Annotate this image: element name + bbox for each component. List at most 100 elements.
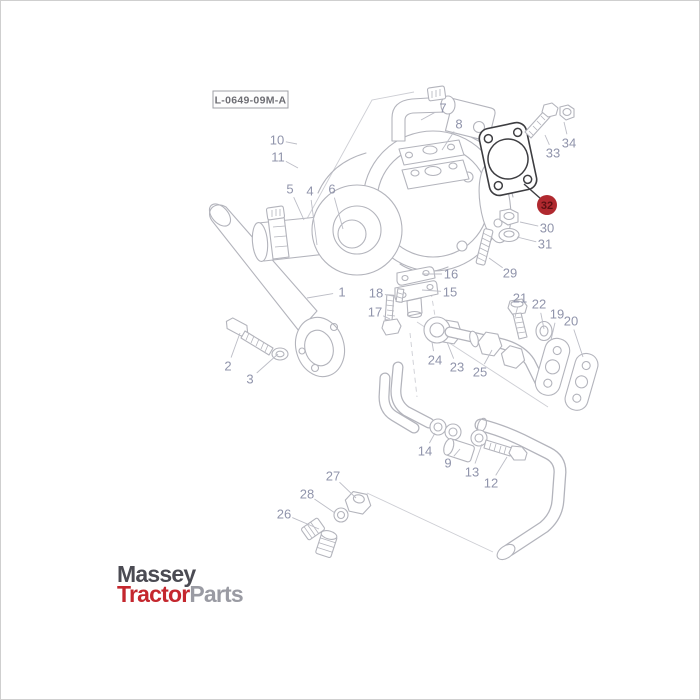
leader-line-3	[256, 353, 279, 374]
part-label-2[interactable]: 2	[224, 359, 231, 374]
leader-line-21	[514, 306, 519, 318]
washer-part31	[498, 227, 520, 243]
part-label-34[interactable]: 34	[562, 136, 576, 151]
washer-part13	[470, 429, 488, 447]
flange-part19	[534, 337, 571, 396]
part-label-27[interactable]: 27	[326, 469, 340, 484]
leader-line-25	[483, 349, 493, 365]
leader-line-24	[431, 341, 434, 352]
leader-line-28	[314, 498, 336, 514]
leader-line-5	[293, 197, 305, 221]
oil-feed-elbow-part7	[391, 85, 496, 142]
intake-pipe-part1	[208, 203, 346, 378]
part-label-4[interactable]: 4	[306, 184, 313, 199]
connector-part9	[443, 438, 475, 463]
leader-line-14	[428, 432, 436, 444]
part-label-6[interactable]: 6	[328, 182, 335, 197]
leader-line-7	[420, 111, 436, 121]
leader-line-2	[230, 332, 241, 358]
diagram-code-box: L-0649-09M-A	[212, 90, 289, 109]
logo-word-tractor: Tractor	[117, 581, 190, 607]
hose-clamp-part5	[265, 205, 290, 260]
leader-line-18	[384, 294, 394, 297]
part-label-28[interactable]: 28	[300, 487, 314, 502]
part-label-20[interactable]: 20	[564, 314, 578, 329]
leader-line-33	[544, 134, 550, 145]
drain-pipe	[474, 417, 567, 561]
part-label-23[interactable]: 23	[450, 360, 464, 375]
turbocharger-body	[311, 130, 514, 276]
washer-part3	[271, 347, 289, 361]
leader-line-19	[550, 322, 556, 341]
leader-line-34	[563, 121, 568, 135]
part-label-8[interactable]: 8	[455, 117, 462, 132]
leader-line-12	[495, 456, 508, 476]
part-label-14[interactable]: 14	[418, 444, 432, 459]
part-label-26[interactable]: 26	[277, 507, 291, 522]
leader-line-17	[382, 315, 391, 320]
leader-line-4	[310, 199, 318, 246]
part-label-7[interactable]: 7	[439, 101, 446, 116]
part-label-21[interactable]: 21	[513, 291, 527, 306]
logo-word-parts: Parts	[189, 581, 243, 607]
part-label-33[interactable]: 33	[546, 146, 560, 161]
gasket-part8	[398, 139, 465, 166]
part-label-11[interactable]: 11	[271, 150, 285, 165]
part-label-3[interactable]: 3	[246, 372, 253, 387]
nut-part34	[559, 104, 575, 121]
stud-part29	[475, 228, 494, 266]
bolt-part12	[483, 439, 528, 461]
leader-line-27	[339, 481, 357, 499]
bolt-part21	[507, 298, 528, 340]
leader-line-23	[446, 341, 455, 359]
part-label-25[interactable]: 25	[473, 365, 487, 380]
washer-part22	[535, 320, 553, 342]
bolt-part33	[524, 102, 559, 139]
logo-word-massey: Massey	[117, 561, 196, 587]
oil-pipe-parts23-25	[423, 316, 548, 392]
callout-leader-line	[523, 183, 542, 200]
part-label-18[interactable]: 18	[369, 286, 383, 301]
stud-part18	[395, 288, 405, 303]
leader-line-20	[573, 329, 584, 358]
highlighted-part-callout[interactable]: 32	[523, 183, 557, 215]
leader-line-6	[333, 197, 344, 230]
part-label-31[interactable]: 31	[538, 237, 552, 252]
gasket-part32-highlighted	[478, 121, 538, 197]
drain-flange-part15	[394, 280, 439, 319]
part-label-16[interactable]: 16	[444, 267, 458, 282]
leader-line-8	[441, 131, 455, 151]
part-label-13[interactable]: 13	[465, 465, 479, 480]
part-label-1[interactable]: 1	[338, 285, 345, 300]
nut-part28	[333, 507, 349, 523]
leader-line-30	[519, 221, 539, 227]
leader-line-13	[474, 443, 483, 464]
part-label-15[interactable]: 15	[443, 285, 457, 300]
part-label-29[interactable]: 29	[503, 266, 517, 281]
washers-part14	[429, 418, 462, 441]
highlighted-part-number[interactable]: 32	[541, 200, 553, 212]
leader-line-11	[285, 160, 299, 169]
nut-part27	[344, 491, 372, 515]
part-label-22[interactable]: 22	[532, 297, 546, 312]
highlighted-part-circle[interactable]	[537, 195, 557, 215]
brand-logo: Massey TractorParts	[117, 561, 244, 607]
elbow-fitting-part26	[301, 517, 338, 559]
leader-line-22	[540, 312, 545, 330]
part-label-9[interactable]: 9	[444, 456, 451, 471]
part-label-17[interactable]: 17	[368, 305, 382, 320]
part-label-10[interactable]: 10	[270, 133, 284, 148]
leader-line-29	[488, 257, 503, 269]
gasket-part20	[564, 352, 599, 411]
part-label-24[interactable]: 24	[428, 353, 442, 368]
part-label-30[interactable]: 30	[540, 221, 554, 236]
part-label-5[interactable]: 5	[286, 182, 293, 197]
nut-part30	[499, 208, 519, 226]
part-label-19[interactable]: 19	[550, 307, 564, 322]
diagram-code-label: L-0649-09M-A	[215, 95, 287, 107]
drain-elbow-tubes	[378, 361, 435, 434]
leader-line-26	[292, 517, 320, 530]
part-label-12[interactable]: 12	[484, 476, 498, 491]
